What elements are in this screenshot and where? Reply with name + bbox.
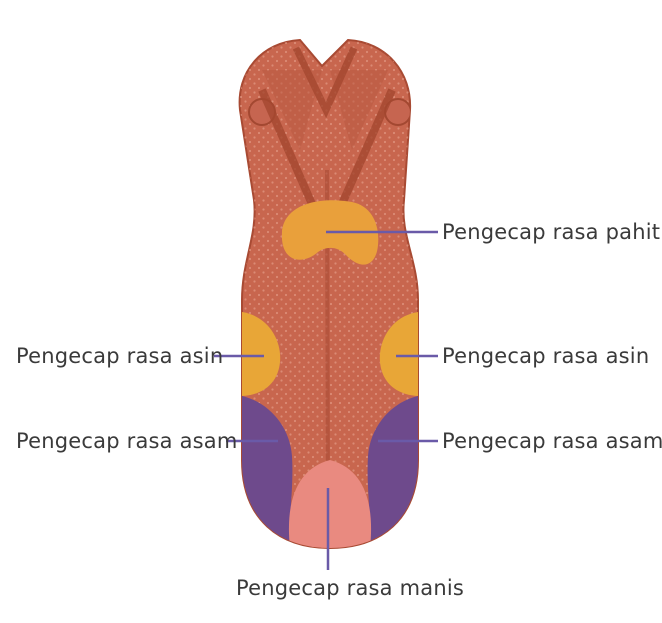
label-sour-right: Pengecap rasa asam	[442, 431, 662, 452]
label-salty-right: Pengecap rasa asin	[442, 346, 649, 367]
label-bitter: Pengecap rasa pahit	[442, 222, 660, 243]
label-salty-left: Pengecap rasa asin	[16, 346, 223, 367]
label-sweet: Pengecap rasa manis	[236, 578, 464, 599]
label-sour-left: Pengecap rasa asam	[16, 431, 238, 452]
